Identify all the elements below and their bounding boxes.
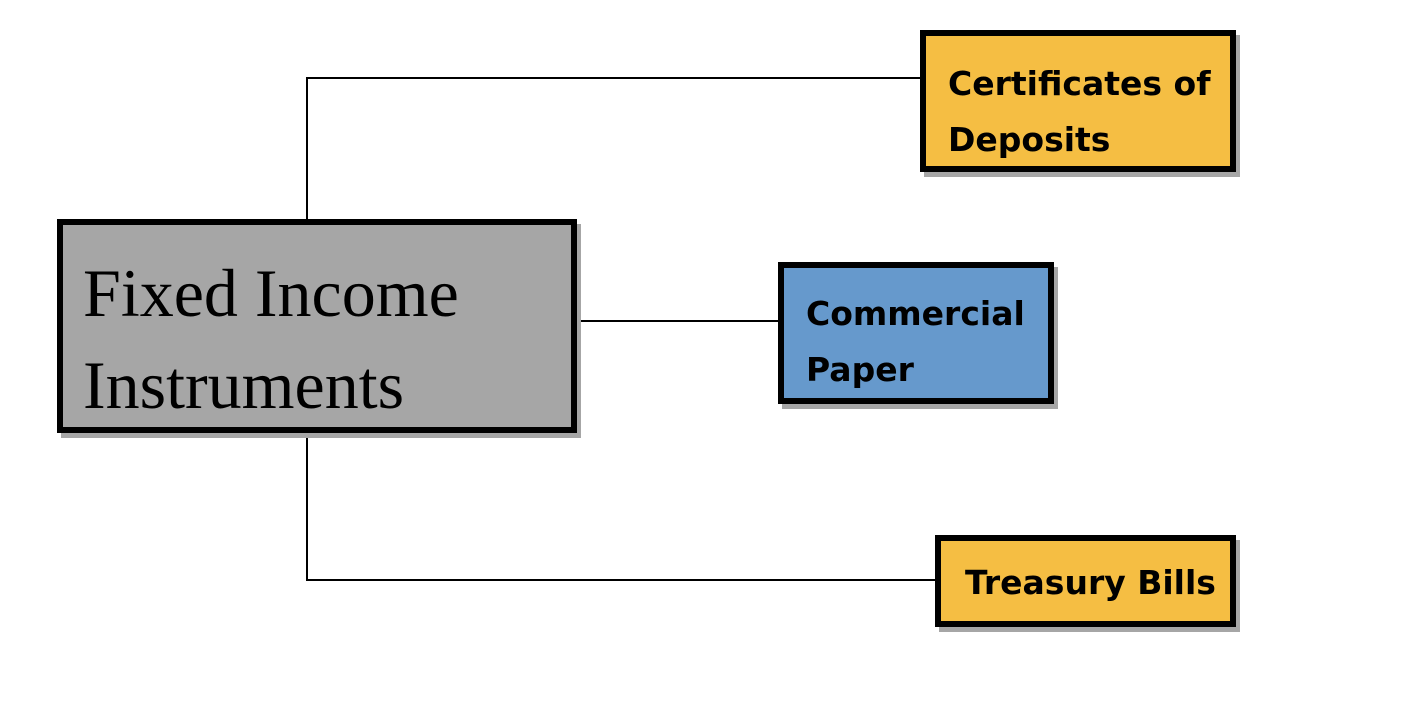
node-certificates-line-2: Deposits xyxy=(948,120,1111,159)
node-treasury-line-1: Treasury Bills xyxy=(965,563,1216,602)
node-commercial-line-1: Commercial xyxy=(806,294,1025,333)
node-certificates-line-1: Certificates of xyxy=(948,64,1211,103)
connector-certificates-of-deposits xyxy=(306,77,920,219)
node-commercial-paper: Commercial Paper xyxy=(778,262,1054,404)
connector-treasury-bills xyxy=(306,433,935,581)
node-commercial-line-2: Paper xyxy=(806,350,914,389)
root-node-line-1: Fixed Income xyxy=(83,255,459,331)
root-node-line-2: Instruments xyxy=(83,347,405,423)
node-certificates-of-deposits: Certificates of Deposits xyxy=(920,30,1236,172)
root-node-fixed-income-instruments: Fixed Income Instruments xyxy=(57,219,577,433)
node-treasury-bills: Treasury Bills xyxy=(935,535,1236,627)
